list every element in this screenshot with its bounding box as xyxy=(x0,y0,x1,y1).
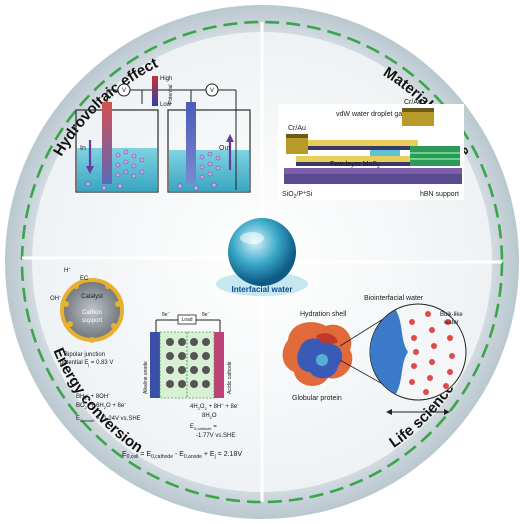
potential-scale xyxy=(152,76,158,106)
arrow-in-icon xyxy=(86,166,94,174)
label-cr-au-left: Cr/Au xyxy=(288,125,306,132)
label-biointerfacial-water: Biointerfacial water xyxy=(364,295,424,302)
label-substrate: SiO2/P+Si xyxy=(282,190,313,200)
protein-surface xyxy=(370,310,408,394)
ion-dots xyxy=(85,149,221,191)
beaker-left xyxy=(75,109,159,193)
label-bulk-like: Bulk-like xyxy=(440,312,463,318)
beaker-right xyxy=(167,109,251,193)
label-h-plus: H+ xyxy=(64,266,71,274)
mos2-layers xyxy=(296,140,446,166)
label-bipolar-potential: potential Ej = 0.83 V xyxy=(60,360,113,367)
cathode-potential-value: -1.77V vs.SHE xyxy=(196,433,235,439)
mos2-base xyxy=(284,168,462,174)
cathode-reaction-2: 8H2O xyxy=(202,413,217,420)
cathode-reaction-1: 4H2O2 + 8H+ + 8e− xyxy=(190,402,240,411)
hydrovoltaic-panel: V In V Out High Low Potential xyxy=(75,76,251,193)
hbn-support xyxy=(410,146,460,166)
arrow-right-icon xyxy=(444,409,450,415)
water-molecules xyxy=(409,311,455,395)
anode-potential: E0,anode = -1.24V vs.SHE xyxy=(76,416,141,423)
voltmeter-left-icon xyxy=(117,83,131,97)
label-support: support xyxy=(82,318,102,324)
label-acidic-cathode: Acidic cathode xyxy=(227,361,233,394)
label-cr-au-right: Cr/Au xyxy=(404,99,422,106)
load-box xyxy=(177,314,197,325)
label-low: Low xyxy=(160,102,172,108)
label-alkaline-anode: Alkaline anode xyxy=(143,361,149,394)
label-oh: OH− xyxy=(50,294,62,302)
label-load: Load xyxy=(181,317,192,323)
contact-left xyxy=(286,134,308,154)
catalyst-dots xyxy=(63,283,121,343)
arrow-out-icon xyxy=(226,134,234,142)
voltmeter-right-label: V xyxy=(210,88,214,94)
voltmeter-left-label: V xyxy=(122,88,126,94)
water-droplet xyxy=(370,150,400,156)
ion-circles xyxy=(166,338,210,388)
anode-reaction-2: BO2− + 6H2O + 8e− xyxy=(76,401,127,410)
cell-equation: E0,cell = E0,cathode - E0,anode + Ej = 2… xyxy=(122,451,242,460)
label-8e-right: 8e− xyxy=(202,310,211,318)
label-interfacial-water: Interfacial water xyxy=(232,285,293,294)
label-potential: Potential xyxy=(168,85,174,104)
cathode-potential: E0,cathode = xyxy=(190,424,217,431)
life-panel: Hydration shell Globular protein Biointe… xyxy=(282,295,467,415)
energy-panel: Catalyst Carbon support H+ EC OH− Bipola… xyxy=(50,266,242,460)
alkaline-anode xyxy=(150,332,160,398)
label-water-gap: vdW water droplet gap xyxy=(336,111,406,118)
label-carbon: Carbon xyxy=(82,310,102,316)
substrate xyxy=(284,174,462,184)
label-bulk-water: water xyxy=(443,320,459,326)
label-hydration-shell: Hydration shell xyxy=(300,311,347,318)
label-in: In xyxy=(80,145,86,152)
label-few-layer-mos2: Few-layer MoS2 xyxy=(330,161,380,170)
hydrogen-atoms xyxy=(414,318,456,352)
label-ec: EC xyxy=(80,276,89,282)
electrode-left xyxy=(102,102,112,184)
contact-right xyxy=(402,108,434,126)
label-bipolar-junction: Bipolar junction xyxy=(64,352,105,358)
voltmeter-right-icon xyxy=(205,83,219,97)
label-hbn-support: hBN support xyxy=(420,191,459,198)
label-8e-left: 8e− xyxy=(162,310,171,318)
acidic-cathode xyxy=(214,332,224,398)
label-catalyst: Catalyst xyxy=(81,294,103,300)
label-high: High xyxy=(160,76,172,82)
material-panel: vdW water droplet gap Cr/Au Cr/Au Few-la… xyxy=(278,99,464,200)
water-sphere xyxy=(228,218,296,286)
label-out: Out xyxy=(219,145,230,152)
electrode-right xyxy=(186,102,196,184)
center-droplet: Interfacial water xyxy=(216,218,308,296)
label-globular-protein: Globular protein xyxy=(292,395,342,402)
anode-reaction-1: BH4− + 8OH− xyxy=(76,392,111,401)
arrow-left-icon xyxy=(386,409,392,415)
